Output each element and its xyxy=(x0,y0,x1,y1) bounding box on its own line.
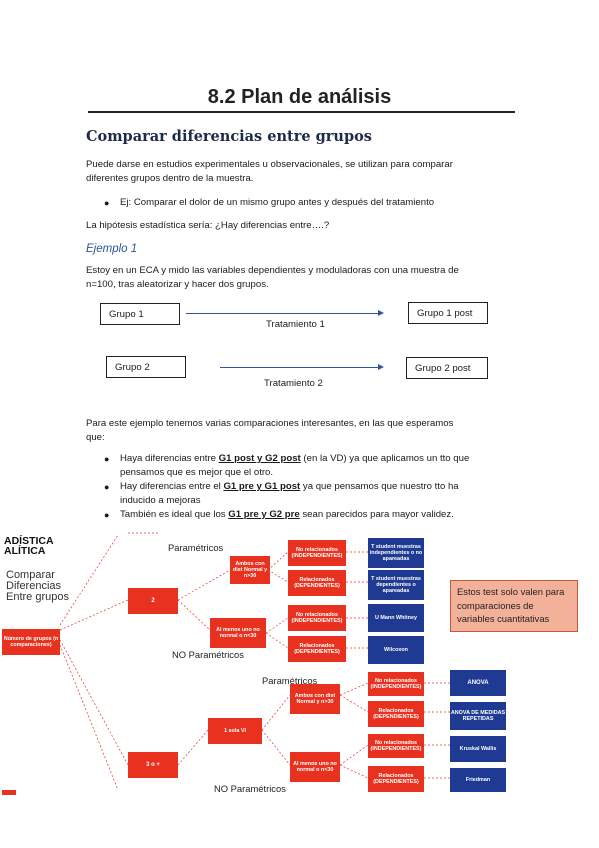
test-mann-whitney: U Mann Whitney xyxy=(368,604,424,632)
bullet-3-post: sean parecidos para mayor validez. xyxy=(299,509,454,520)
root-node: Número de grupos (n comparaciones) xyxy=(2,629,60,655)
node-dep-3: Relacionados (DEPENDIENTES) xyxy=(368,701,424,727)
group-1-post-label: Grupo 1 post xyxy=(417,307,473,319)
test-kruskal-wallis: Kruskal Wallis xyxy=(450,736,506,762)
example-line-1: Estoy en un ECA y mido las variables dep… xyxy=(86,265,459,276)
treatment-2-label: Tratamiento 2 xyxy=(264,378,323,389)
comparisons-paragraph: Para este ejemplo tenemos varias compara… xyxy=(86,417,506,445)
group-2-box: Grupo 2 xyxy=(106,356,186,378)
test-friedman: Friedman xyxy=(450,768,506,792)
node-ind-1: No relacionados (INDEPENDIENTES) xyxy=(288,540,346,566)
group-2-post-label: Grupo 2 post xyxy=(415,362,471,374)
node-dep-4: Relacionados (DEPENDIENTES) xyxy=(368,766,424,792)
bullet-dot: ● xyxy=(104,510,110,520)
node-dep-2: Relacionados (DEPENDIENTES) xyxy=(288,636,346,662)
node-one-vi: 1 sola VI xyxy=(208,718,262,744)
bullet-3-bold: G1 pre y G2 pre xyxy=(228,509,300,520)
side-heading-line-1: ADÍSTICA xyxy=(4,535,54,547)
node-both-normal-bottom: Ambos con dist Normal y n>30 xyxy=(290,684,340,714)
side-heading-line-2: ALÍTICA xyxy=(4,545,46,557)
intro-line-1: Puede darse en estudios experimentales u… xyxy=(86,159,453,170)
bullet-3-pre: También es ideal que los xyxy=(120,509,229,520)
comparisons-line-1: Para este ejemplo tenemos varias compara… xyxy=(86,418,454,429)
side-subtitle-line-3: Entre grupos xyxy=(6,591,69,603)
label-parametricos-top: Paramétricos xyxy=(168,542,224,553)
side-subtitle-line-1: Comparar xyxy=(6,569,55,581)
label-no-parametricos-top: NO Paramétricos xyxy=(172,649,244,660)
intro-paragraph: Puede darse en estudios experimentales u… xyxy=(86,158,506,186)
group-2-post-box: Grupo 2 post xyxy=(406,357,488,379)
page-title: 8.2 Plan de análisis xyxy=(207,86,392,108)
arrow-1-line xyxy=(186,313,378,314)
bullet-1-line2: pensamos que es mejor que el otro. xyxy=(120,467,274,478)
test-t-independent: T student muestras independientes o no a… xyxy=(368,538,424,568)
test-wilcoxon: Wilcoxon xyxy=(368,636,424,664)
treatment-1-label: Tratamiento 1 xyxy=(266,319,325,330)
group-1-label: Grupo 1 xyxy=(109,308,144,320)
example-heading: Ejemplo 1 xyxy=(86,243,138,255)
node-ind-2: No relacionados (INDEPENDIENTES) xyxy=(288,605,346,631)
node-three-groups: 3 o + xyxy=(128,752,178,778)
comparisons-line-2: que: xyxy=(86,432,105,443)
side-heading: ADÍSTICA ALÍTICA xyxy=(4,535,54,557)
side-subtitle: Comparar Diferencias Entre grupos xyxy=(6,570,69,603)
bullet-2-post: ya que pensamos que nuestro tto ha xyxy=(300,481,459,492)
section-title: Comparar diferencias entre grupos xyxy=(86,128,372,145)
node-two-groups: 2 xyxy=(128,588,178,614)
label-no-parametricos-bottom: NO Paramétricos xyxy=(214,783,286,794)
test-anova: ANOVA xyxy=(450,670,506,696)
arrow-1-head xyxy=(378,310,384,316)
group-1-post-box: Grupo 1 post xyxy=(408,302,488,324)
bullet-example-text: Ej: Comparar el dolor de un mismo grupo … xyxy=(120,197,435,208)
hypothesis-text: La hipótesis estadística sería: ¿Hay dif… xyxy=(86,220,330,231)
node-not-normal-top: Al menos uno no normal o n<30 xyxy=(210,618,266,648)
node-ind-3: No relacionados (INDEPENDIENTES) xyxy=(368,672,424,696)
test-t-dependent: T student muestras dependientes o aparea… xyxy=(368,570,424,600)
note-box: Estos test solo valen para comparaciones… xyxy=(450,580,578,632)
bullet-1-bold: G1 post y G2 post xyxy=(218,453,301,464)
bullet-2-bold: G1 pre y G1 post xyxy=(223,481,301,492)
bullet-1: ● Haya diferencias entre G1 post y G2 po… xyxy=(104,452,520,466)
node-not-normal-bottom: Al menos uno no normal o n<30 xyxy=(290,752,340,782)
label-parametricos-bottom: Paramétricos xyxy=(262,675,318,686)
example-line-2: n=100, tras aleatorizar y hacer dos grup… xyxy=(86,279,269,290)
page-marker xyxy=(2,790,16,795)
group-2-label: Grupo 2 xyxy=(115,361,150,373)
bullet-dot: ● xyxy=(104,482,110,492)
node-dep-1: Relacionados (DEPENDIENTES) xyxy=(288,570,346,596)
title-underline xyxy=(88,111,515,113)
bullet-3: ● También es ideal que los G1 pre y G2 p… xyxy=(104,508,520,522)
side-subtitle-line-2: Diferencias xyxy=(6,580,62,592)
bullet-2-line2: inducido a mejoras xyxy=(120,495,201,506)
bullet-2-pre: Hay diferencias entre el xyxy=(120,481,224,492)
arrow-2-head xyxy=(378,364,384,370)
bullet-dot: ● xyxy=(104,198,110,208)
example-bullet: ● Ej: Comparar el dolor de un mismo grupo… xyxy=(104,196,540,210)
test-anova-rm: ANOVA DE MEDIDAS REPETIDAS xyxy=(450,702,506,730)
bullet-1-post: (en la VD) ya que aplicamos un tto que xyxy=(300,453,470,464)
intro-line-2: diferentes grupos dentro de la muestra. xyxy=(86,173,254,184)
node-both-normal-top: Ambos con dist Normal y n>30 xyxy=(230,556,270,584)
decision-tree-lines xyxy=(59,532,450,791)
arrow-2-line xyxy=(220,367,378,368)
bullet-1-pre: Haya diferencias entre xyxy=(120,453,219,464)
bullet-2: ● Hay diferencias entre el G1 pre y G1 p… xyxy=(104,480,520,494)
bullet-dot: ● xyxy=(104,454,110,464)
example-paragraph: Estoy en un ECA y mido las variables dep… xyxy=(86,264,506,292)
comparisons-bullets: ● Haya diferencias entre G1 post y G2 po… xyxy=(104,452,520,522)
node-ind-4: No relacionados (INDEPENDIENTES) xyxy=(368,734,424,758)
group-1-box: Grupo 1 xyxy=(100,303,180,325)
